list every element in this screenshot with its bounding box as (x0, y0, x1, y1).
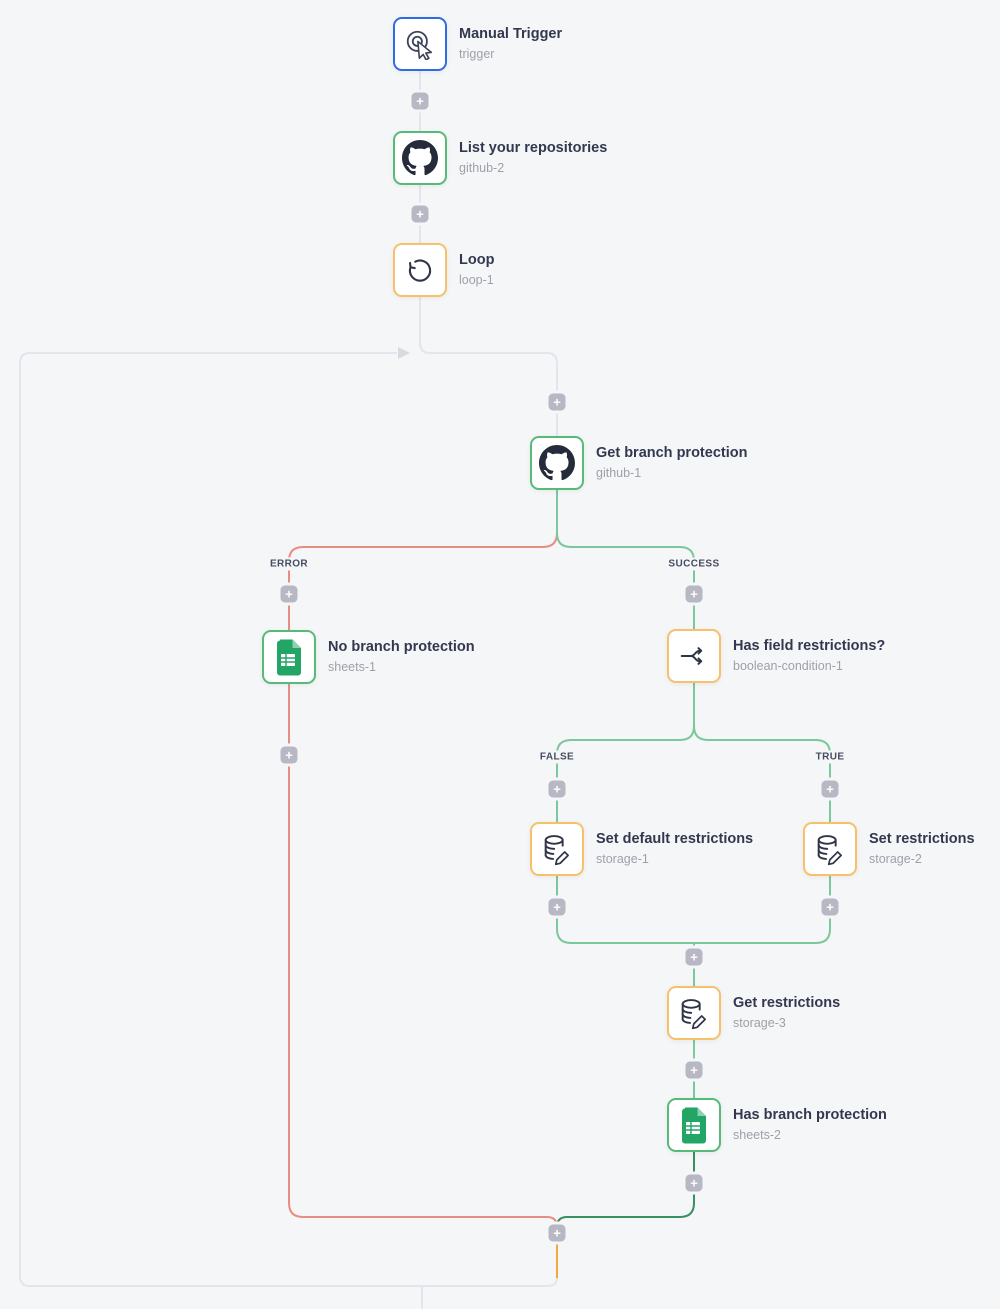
database-edit-icon (540, 832, 574, 866)
add-step-button[interactable]: + (821, 780, 839, 798)
node-subtitle: storage-1 (596, 852, 649, 867)
add-step-button[interactable]: + (685, 948, 703, 966)
branch-split-icon (678, 640, 710, 672)
node-title: Get branch protection (596, 445, 748, 461)
node-trigger[interactable]: Manual Trigger trigger (393, 17, 562, 71)
google-sheets-icon (679, 1106, 709, 1144)
node-subtitle: loop-1 (459, 273, 494, 288)
add-step-button[interactable]: + (685, 1174, 703, 1192)
github-icon (539, 445, 575, 481)
node-title: Get restrictions (733, 995, 841, 1011)
node-title: Has field restrictions? (733, 638, 886, 654)
branch-label-error: ERROR (264, 557, 314, 571)
branch-label-false: FALSE (534, 750, 580, 764)
node-title: List your repositories (459, 140, 608, 156)
node-title: Loop (459, 252, 495, 268)
node-github-2[interactable]: List your repositories github-2 (393, 131, 607, 185)
database-edit-icon (677, 996, 711, 1030)
branch-label-success: SUCCESS (663, 557, 725, 571)
node-title: Set restrictions (869, 831, 975, 847)
node-sheets-1[interactable]: No branch protection sheets-1 (262, 630, 475, 684)
add-step-button[interactable]: + (280, 746, 298, 764)
add-step-button[interactable]: + (411, 205, 429, 223)
node-subtitle: trigger (459, 47, 495, 62)
add-step-button[interactable]: + (548, 898, 566, 916)
node-title: Has branch protection (733, 1107, 887, 1123)
loop-icon (404, 254, 436, 286)
database-edit-icon (813, 832, 847, 866)
edge-false-branch (556, 683, 695, 822)
edge-loop-back (19, 352, 558, 1287)
node-subtitle: github-1 (596, 466, 642, 481)
edge-loop-body-start (419, 297, 558, 436)
node-subtitle: boolean-condition-1 (733, 659, 843, 674)
node-sheets-2[interactable]: Has branch protection sheets-2 (667, 1098, 887, 1152)
node-storage-3[interactable]: Get restrictions storage-3 (667, 986, 840, 1040)
node-subtitle: sheets-2 (733, 1128, 781, 1143)
add-step-button[interactable]: + (548, 780, 566, 798)
github-icon (402, 140, 438, 176)
edge-merge-right (694, 876, 831, 944)
add-step-button[interactable]: + (411, 92, 429, 110)
node-title: No branch protection (328, 639, 475, 655)
edge-sheets2-merge (556, 1152, 695, 1228)
node-subtitle: github-2 (459, 161, 505, 176)
node-boolean-condition-1[interactable]: Has field restrictions? boolean-conditio… (667, 629, 885, 683)
cursor-click-icon (404, 28, 436, 60)
edge-success-branch (556, 490, 695, 629)
node-github-1[interactable]: Get branch protection github-1 (530, 436, 747, 490)
node-title: Set default restrictions (596, 831, 754, 847)
google-sheets-icon (274, 638, 304, 676)
node-subtitle: storage-3 (733, 1016, 786, 1031)
node-storage-2[interactable]: Set restrictions storage-2 (803, 822, 975, 876)
edge-true-branch (693, 725, 831, 822)
add-step-button[interactable]: + (821, 898, 839, 916)
node-storage-1[interactable]: Set default restrictions storage-1 (530, 822, 753, 876)
node-subtitle: storage-2 (869, 852, 922, 867)
node-subtitle: sheets-1 (328, 660, 376, 675)
add-step-button[interactable]: + (548, 1224, 566, 1242)
node-title: Manual Trigger (459, 26, 563, 42)
edge-error-branch (288, 532, 558, 1228)
add-step-button[interactable]: + (685, 1061, 703, 1079)
add-step-button[interactable]: + (548, 393, 566, 411)
add-step-button[interactable]: + (280, 585, 298, 603)
branch-label-true: TRUE (810, 750, 850, 764)
add-step-button[interactable]: + (685, 585, 703, 603)
edge-merge-left (556, 876, 694, 944)
loop-back-arrowhead (398, 347, 410, 359)
node-loop-1[interactable]: Loop loop-1 (393, 243, 494, 297)
